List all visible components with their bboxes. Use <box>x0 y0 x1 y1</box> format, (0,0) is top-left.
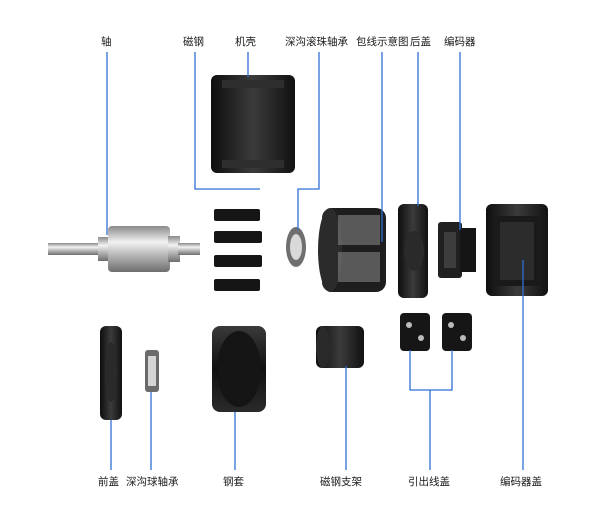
label-winding-diagram: 包线示意图 <box>356 36 409 48</box>
label-deep-groove-roller-bearing: 深沟滚珠轴承 <box>285 36 348 48</box>
label-front-cover: 前盖 <box>98 476 119 488</box>
label-deep-groove-ball-bearing: 深沟球轴承 <box>126 476 179 488</box>
label-rear-cover: 后盖 <box>410 36 431 48</box>
lead-wire-cover-part <box>400 313 472 351</box>
label-encoder-cover: 编码器盖 <box>500 476 542 488</box>
shaft-part <box>48 226 200 272</box>
magnet-holder-part <box>316 326 364 368</box>
label-magnet-holder: 磁钢支架 <box>320 476 362 488</box>
label-lead-wire-cover: 引出线盖 <box>408 476 450 488</box>
label-magnet: 磁钢 <box>183 36 204 48</box>
encoder-cover-part <box>486 204 548 296</box>
label-steel-sleeve: 钢套 <box>223 476 244 488</box>
winding-part <box>318 208 386 292</box>
magnet-part <box>214 209 262 291</box>
label-encoder: 编码器 <box>444 36 476 48</box>
label-shaft: 轴 <box>101 36 112 48</box>
encoder-part <box>438 222 476 278</box>
label-housing: 机壳 <box>235 36 256 48</box>
roller-bearing-part <box>286 227 306 267</box>
housing-part <box>211 75 295 173</box>
steel-sleeve-part <box>212 326 266 412</box>
leader-lines <box>106 52 524 470</box>
front-cover-part <box>100 326 122 420</box>
ball-bearing-part <box>145 350 159 392</box>
rear-cover-part <box>398 204 428 298</box>
